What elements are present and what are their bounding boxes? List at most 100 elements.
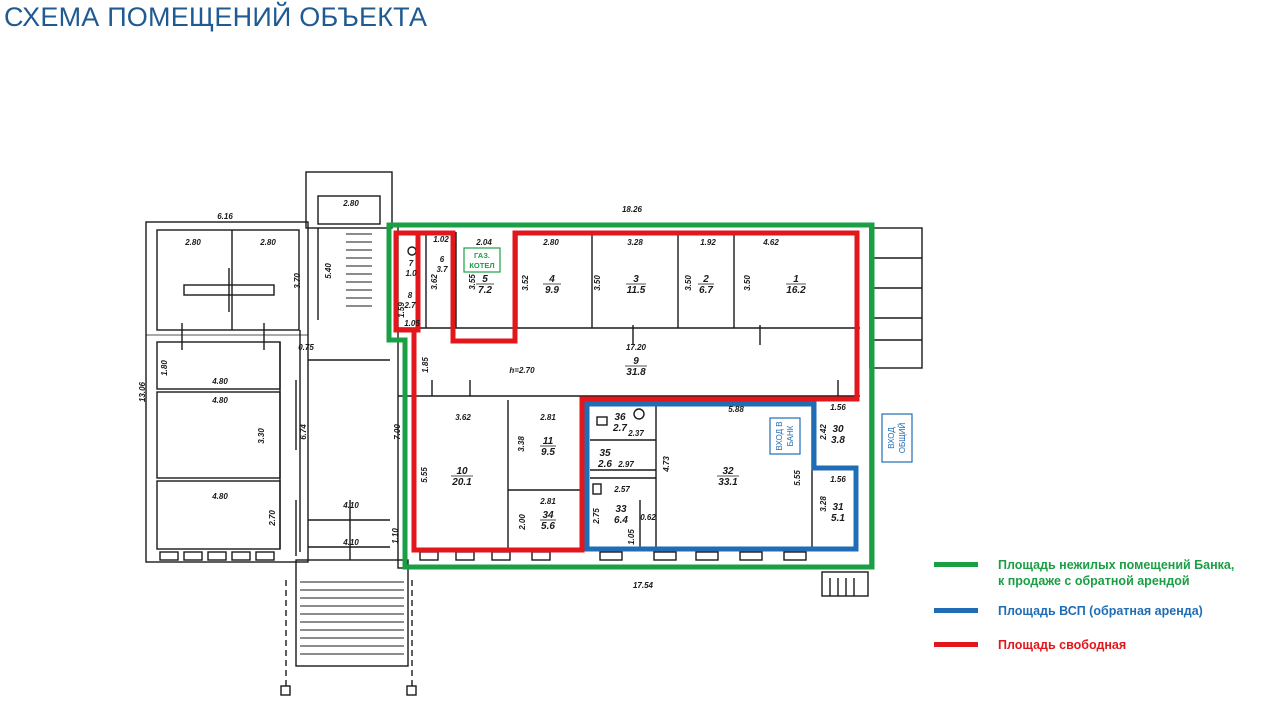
ceiling-height-label: h=2.70 <box>509 366 535 375</box>
dimension-label: 1.05 <box>627 529 636 545</box>
dimension-label: 2.97 <box>617 460 634 469</box>
dimension-label: 2.80 <box>342 199 359 208</box>
dimension-label: 4.80 <box>211 492 228 501</box>
room-number: 6 <box>440 255 445 264</box>
dimension-label: 3.62 <box>455 413 471 422</box>
room-area: 5.6 <box>541 521 555 532</box>
legend-swatch-blue <box>934 608 978 613</box>
legend-label-bank-line1: Площадь нежилых помещений Банка, <box>998 558 1235 572</box>
dimension-label: 2.80 <box>259 238 276 247</box>
room-area: 3.8 <box>831 435 845 446</box>
dimension-label: 0.62 <box>640 513 656 522</box>
dimension-label: 17.20 <box>626 343 647 352</box>
dimension-label: 3.62 <box>430 274 439 290</box>
room-number: 10 <box>456 466 468 477</box>
dimension-label: 3.50 <box>684 275 693 291</box>
blue-vsp-outline <box>584 401 859 552</box>
legend-label-bank-line2: к продаже с обратной арендой <box>998 574 1190 588</box>
room-area: 9.9 <box>545 285 559 296</box>
room-area: 33.1 <box>718 477 738 488</box>
room-area: 2.7 <box>612 423 627 434</box>
dimension-label: 3.55 <box>468 274 477 290</box>
room-area: 16.2 <box>786 285 806 296</box>
room-number: 34 <box>542 510 554 521</box>
common-entrance-label: ВХОД ОБЩИЙ <box>881 413 913 463</box>
room-area: 2.6 <box>597 459 612 470</box>
dimension-label: 7.00 <box>393 424 402 440</box>
room-number: 33 <box>615 504 627 515</box>
legend-item-vsp: Площадь ВСП (обратная аренда) <box>934 603 1203 619</box>
dimension-label: 2.80 <box>542 238 559 247</box>
room-area: 6.4 <box>614 515 628 526</box>
common-entrance-line1: ВХОД <box>887 427 896 449</box>
dimension-label: 5.88 <box>728 405 744 414</box>
bank-entrance-line2: БАНК <box>786 425 795 446</box>
legend-label-vsp: Площадь ВСП (обратная аренда) <box>998 604 1203 618</box>
legend-swatch-red <box>934 642 978 647</box>
dimension-label: 1.56 <box>830 475 846 484</box>
dimension-label: 4.80 <box>211 377 228 386</box>
dimension-label: 1.10 <box>391 528 400 544</box>
legend-swatch-green <box>934 562 978 567</box>
room-number: 2 <box>702 274 709 285</box>
room-area: 11.5 <box>627 285 646 296</box>
dimension-label: 3.28 <box>819 496 828 512</box>
room-area: 7.2 <box>478 285 492 296</box>
dimension-label: 1.80 <box>160 360 169 376</box>
dimension-label: 3.50 <box>593 275 602 291</box>
room-number: 36 <box>614 412 626 423</box>
legend-label-free: Площадь свободная <box>998 638 1127 652</box>
common-entrance-line2: ОБЩИЙ <box>898 423 907 454</box>
dimension-label: 3.50 <box>743 275 752 291</box>
dimension-label: 3.70 <box>293 273 302 289</box>
dimension-label: 2.80 <box>184 238 201 247</box>
dimension-label: 3.52 <box>521 275 530 291</box>
room-number: 7 <box>409 259 414 268</box>
green-bank-outline <box>386 222 875 570</box>
page-title: СХЕМА ПОМЕЩЕНИЙ ОБЪЕКТА <box>4 2 428 32</box>
legend-item-free: Площадь свободная <box>934 637 1126 653</box>
dimension-label: 6.16 <box>217 212 233 221</box>
dimension-label: 1.56 <box>830 403 846 412</box>
room-area: 5.1 <box>831 513 845 524</box>
room-area: 6.7 <box>699 285 713 296</box>
room-area: 20.1 <box>451 477 472 488</box>
dimension-label: 3.30 <box>257 428 266 444</box>
room-area: 1.0 <box>405 269 417 278</box>
dimension-label: 1.92 <box>700 238 716 247</box>
dimension-label: 2.37 <box>627 429 644 438</box>
legend-item-bank: Площадь нежилых помещений Банка, к прода… <box>934 557 1234 589</box>
room-area: 2.7 <box>403 301 416 310</box>
dimension-label: 2.57 <box>613 485 630 494</box>
bank-entrance-label: ВХОД В БАНК <box>769 417 801 455</box>
dimension-label: 2.75 <box>592 508 601 525</box>
room-number: 8 <box>408 291 413 300</box>
dimension-label: 4.10 <box>342 501 359 510</box>
dimension-label: 2.00 <box>518 514 527 531</box>
dimension-label: 2.70 <box>268 510 277 527</box>
dimension-label: 2.81 <box>539 413 556 422</box>
dimension-label: 1.02 <box>433 235 449 244</box>
room-number: 4 <box>548 274 555 285</box>
dimension-label: 4.80 <box>211 396 228 405</box>
room-number: 11 <box>543 436 554 447</box>
room-number: 31 <box>832 502 844 513</box>
dimension-label: 17.54 <box>633 581 654 590</box>
dimension-label: 2.81 <box>539 497 556 506</box>
bank-entrance-line1: ВХОД В <box>775 421 784 450</box>
dimension-label: 5.40 <box>324 263 333 279</box>
dimension-label: 13.06 <box>138 381 147 402</box>
dimension-label: 4.73 <box>662 456 671 473</box>
room-number: 5 <box>482 274 488 285</box>
gas-boiler-line2: КОТЕЛ <box>469 261 494 270</box>
dimension-label: 18.26 <box>622 205 643 214</box>
room-number: 9 <box>633 356 639 367</box>
dimension-label: 1.85 <box>421 357 430 373</box>
dimension-label: 6.74 <box>299 424 308 440</box>
gas-boiler-label: ГАЗ. КОТЕЛ <box>463 247 501 273</box>
dimension-label: 3.28 <box>627 238 643 247</box>
dimension-label: 4.10 <box>342 538 359 547</box>
dimension-label: 1.05 <box>404 319 420 328</box>
dimension-label: 5.55 <box>793 470 802 486</box>
